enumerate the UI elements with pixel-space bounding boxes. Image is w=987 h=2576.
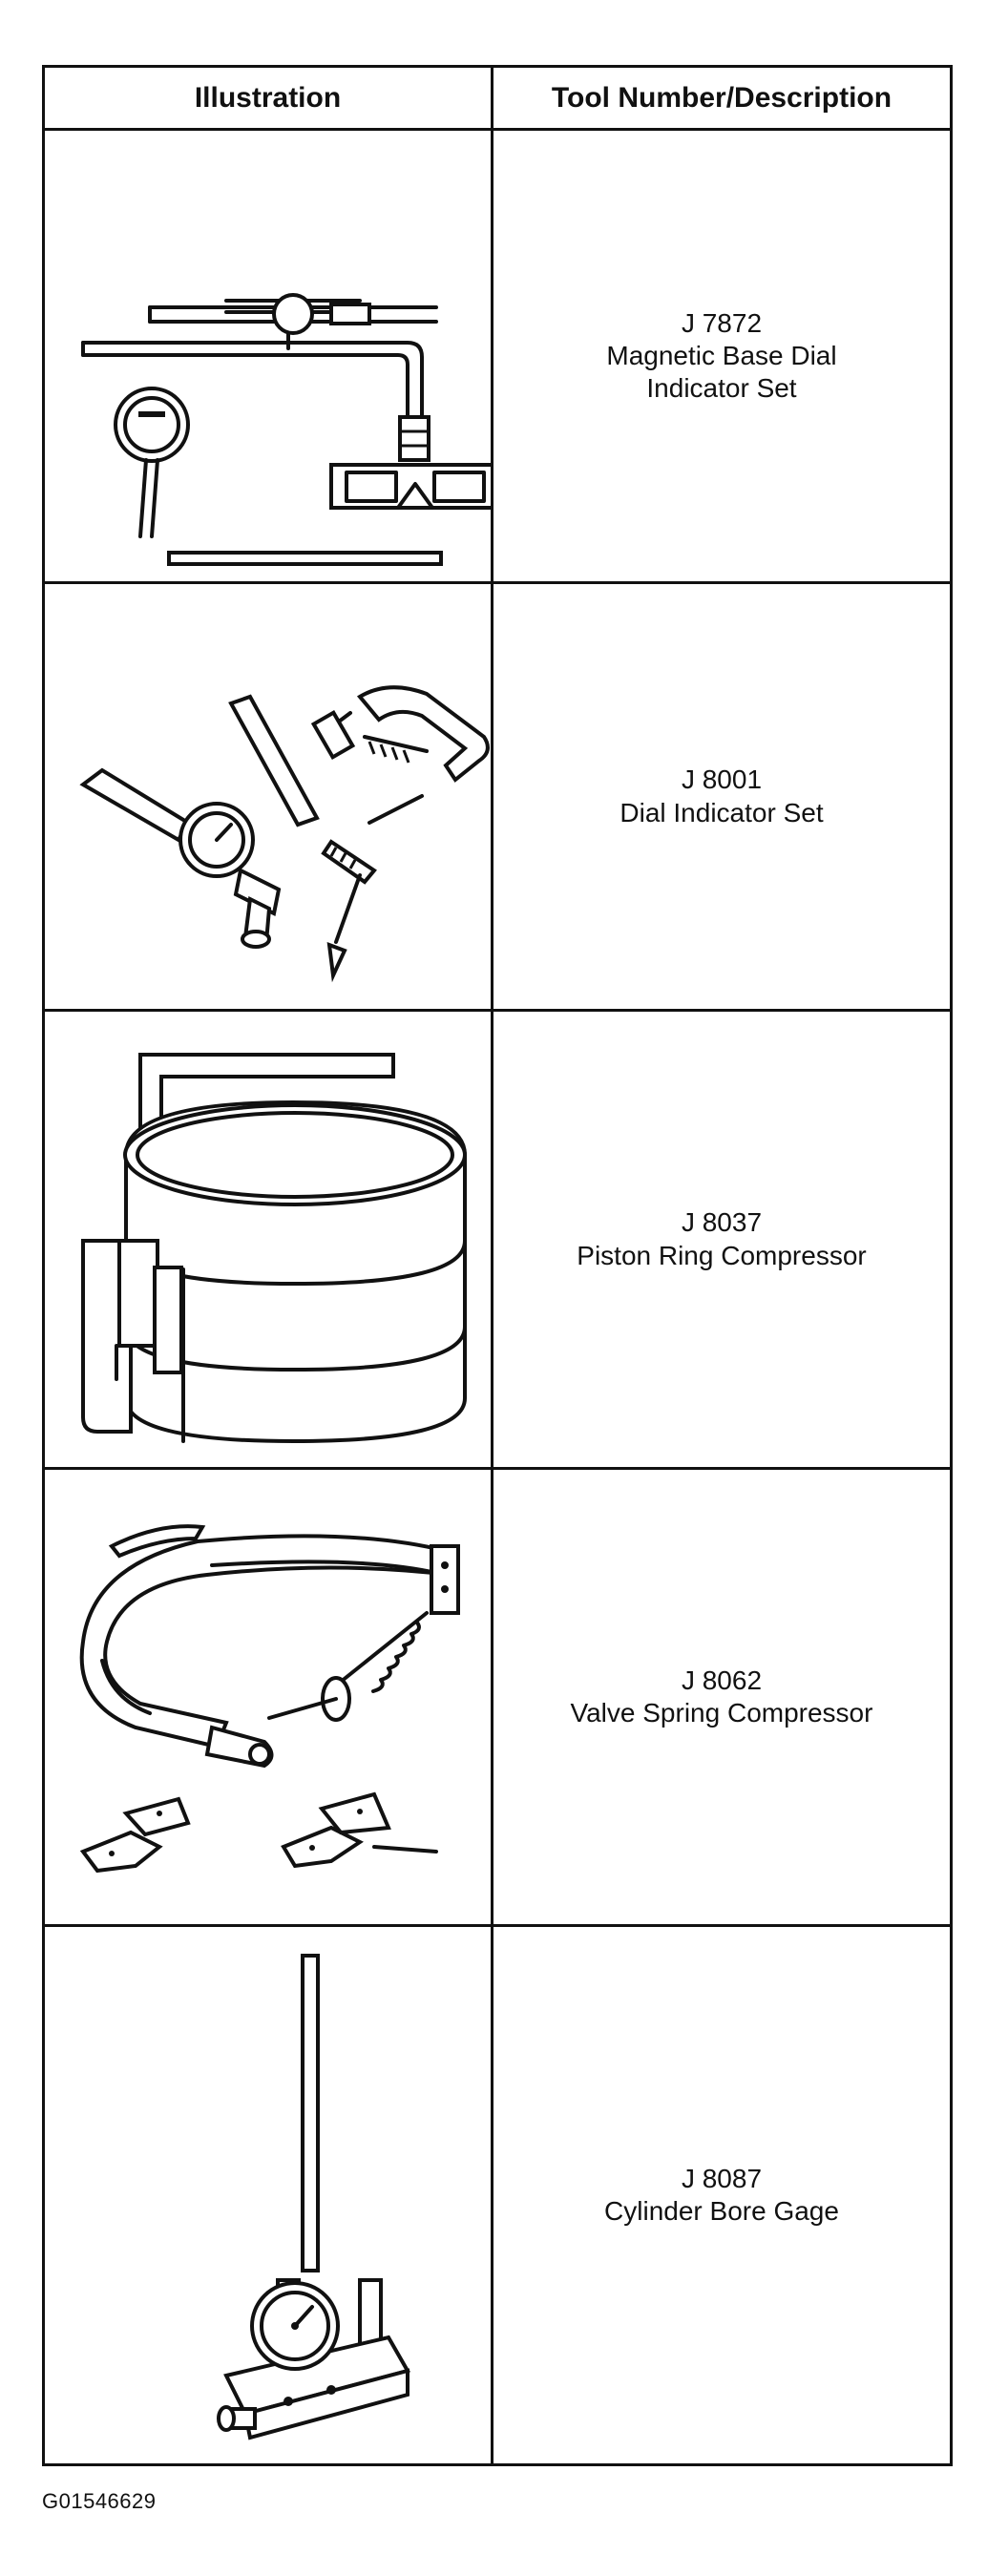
valve-spring-compressor-icon xyxy=(79,1524,460,1874)
figure-id-caption: G01546629 xyxy=(42,2489,157,2513)
illustration-cell xyxy=(45,131,494,581)
tools-table: Illustration Tool Number/Description xyxy=(42,65,953,2466)
magnetic-base-dial-indicator-icon xyxy=(81,293,491,566)
tool-description: Valve Spring Compressor xyxy=(570,1698,873,1728)
tool-number: J 8087 xyxy=(681,2163,763,2193)
piston-ring-compressor-icon xyxy=(81,1053,467,1444)
description-cell: J 8087 Cylinder Bore Gage xyxy=(494,1927,950,2463)
header-illustration: Illustration xyxy=(45,68,494,128)
table-row: J 8087 Cylinder Bore Gage xyxy=(45,1927,950,2463)
table-row: J 8001 Dial Indicator Set xyxy=(45,584,950,1012)
tool-description: Magnetic Base Dial Indicator Set xyxy=(606,340,837,404)
description-cell: J 7872 Magnetic Base Dial Indicator Set xyxy=(494,131,950,581)
dial-indicator-set-icon xyxy=(79,685,490,983)
description-cell: J 8062 Valve Spring Compressor xyxy=(494,1470,950,1924)
tool-number: J 8001 xyxy=(681,764,763,795)
description-cell: J 8001 Dial Indicator Set xyxy=(494,584,950,1009)
tool-number: J 8037 xyxy=(681,1207,763,1238)
table-row: J 7872 Magnetic Base Dial Indicator Set xyxy=(45,131,950,584)
illustration-cell xyxy=(45,1470,494,1924)
illustration-cell xyxy=(45,1012,494,1467)
cylinder-bore-gage-icon xyxy=(217,1954,411,2440)
tool-number: J 8062 xyxy=(681,1665,763,1695)
table-row: J 8062 Valve Spring Compressor xyxy=(45,1470,950,1927)
tool-description: Dial Indicator Set xyxy=(620,797,824,827)
illustration-cell xyxy=(45,584,494,1009)
tool-description: Piston Ring Compressor xyxy=(577,1240,867,1270)
tool-number: J 7872 xyxy=(681,307,763,338)
illustration-cell xyxy=(45,1927,494,2463)
header-tool-number: Tool Number/Description xyxy=(551,81,892,114)
tool-description: Cylinder Bore Gage xyxy=(604,2196,839,2226)
table-row: J 8037 Piston Ring Compressor xyxy=(45,1012,950,1470)
table-header: Illustration Tool Number/Description xyxy=(45,68,950,131)
description-cell: J 8037 Piston Ring Compressor xyxy=(494,1012,950,1467)
